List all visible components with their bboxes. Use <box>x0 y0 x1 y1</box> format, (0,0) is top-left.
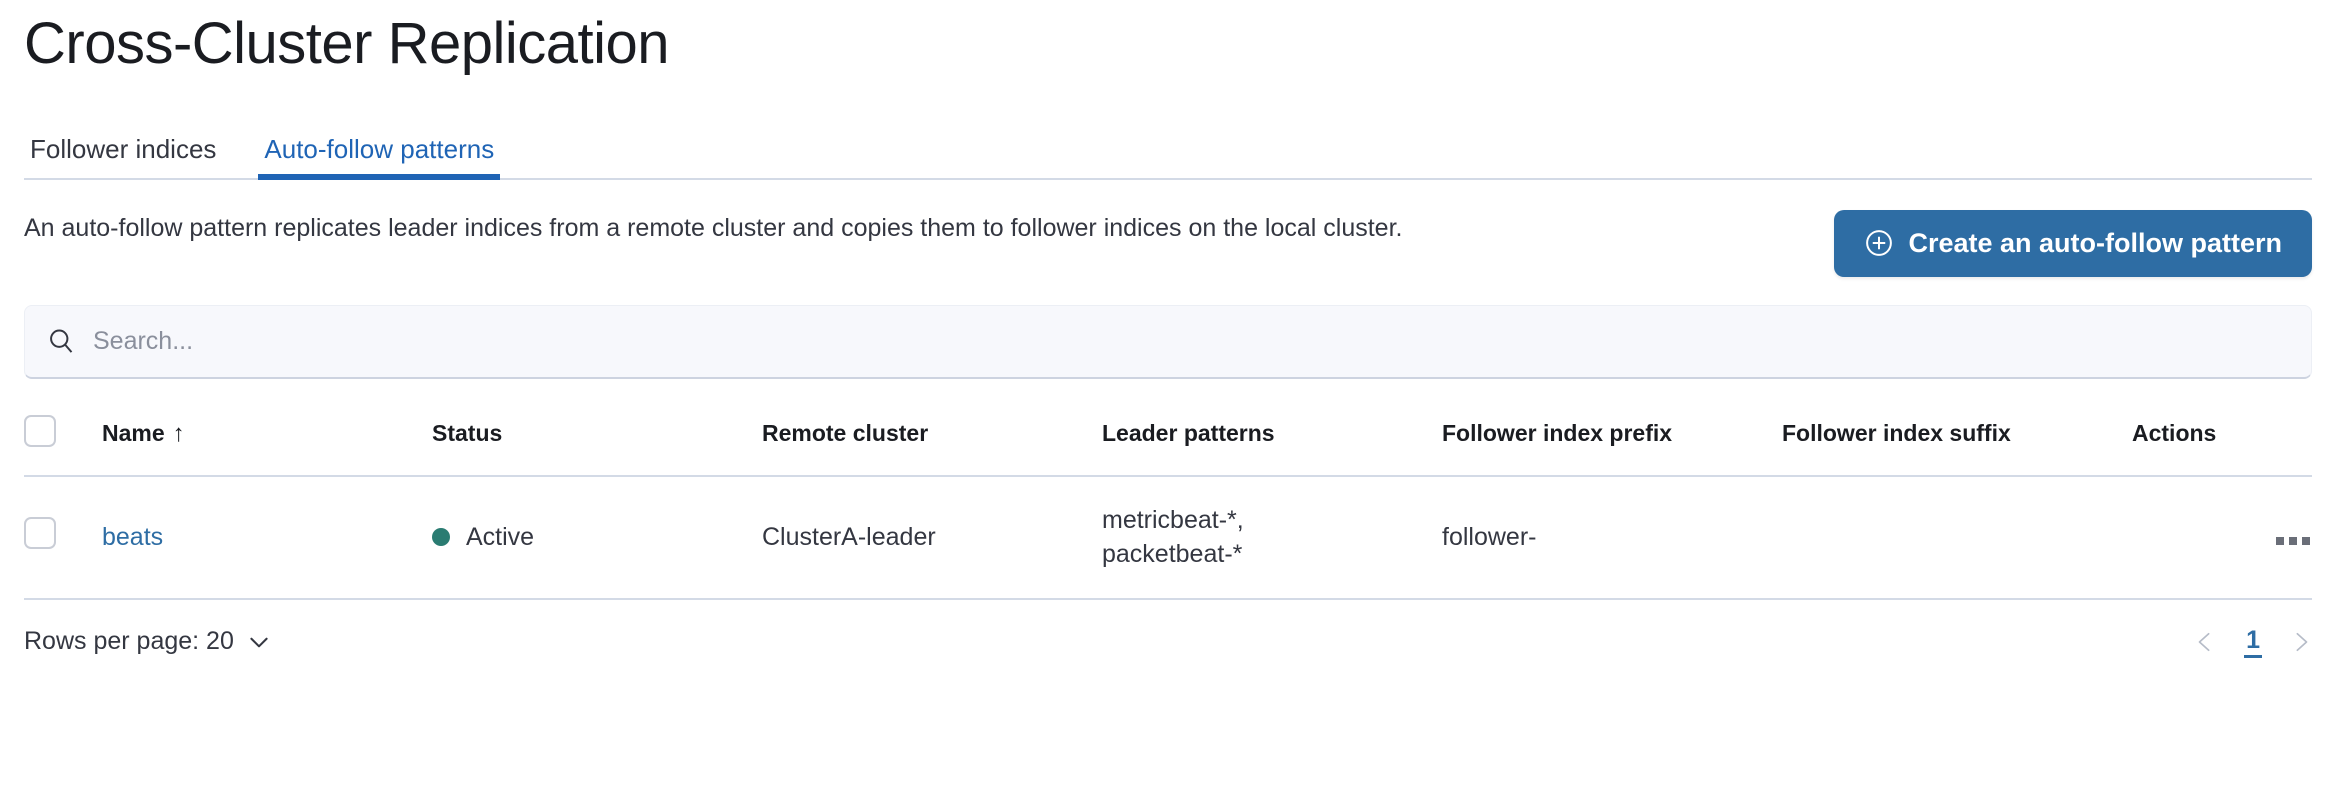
tab-auto-follow-patterns[interactable]: Auto-follow patterns <box>258 136 501 180</box>
status-label: Active <box>466 523 535 552</box>
cell-follower-index-prefix: follower- <box>1442 475 1782 600</box>
search-bar[interactable] <box>24 304 2312 379</box>
select-all-header <box>24 404 102 477</box>
column-header-status[interactable]: Status <box>432 404 762 477</box>
column-header-follower-index-suffix[interactable]: Follower index suffix <box>1782 404 2132 477</box>
column-header-remote-cluster[interactable]: Remote cluster <box>762 404 1102 477</box>
pagination: 1 <box>2194 626 2312 658</box>
cell-remote-cluster: ClusterA-leader <box>762 475 1102 600</box>
cell-name: beats <box>102 475 432 600</box>
row-select-cell <box>24 475 102 600</box>
table-footer: Rows per page: 20 1 <box>24 626 2312 658</box>
cell-follower-index-suffix <box>1782 475 2132 600</box>
cell-status: Active <box>432 475 762 600</box>
tab-bar: Follower indices Auto-follow patterns <box>24 118 2312 180</box>
chevron-right-icon[interactable] <box>2290 627 2312 657</box>
chevron-down-icon <box>246 629 272 655</box>
ellipsis-horizontal-icon[interactable] <box>2274 531 2312 551</box>
auto-follow-patterns-table: Name ↑ Status Remote cluster Leader patte… <box>24 404 2312 600</box>
select-all-checkbox[interactable] <box>24 414 56 447</box>
auto-follow-pattern-link[interactable]: beats <box>102 523 164 552</box>
rows-per-page-label: Rows per page: 20 <box>24 627 234 656</box>
page-title: Cross-Cluster Replication <box>24 11 670 76</box>
sort-ascending-icon[interactable]: ↑ <box>172 419 185 447</box>
search-input[interactable] <box>93 326 2289 356</box>
pagination-page-1[interactable]: 1 <box>2244 626 2262 658</box>
chevron-left-icon[interactable] <box>2194 627 2216 657</box>
cell-actions <box>2132 475 2312 600</box>
rows-per-page-selector[interactable]: Rows per page: 20 <box>24 627 272 656</box>
create-button-label: Create an auto-follow pattern <box>1908 227 2282 258</box>
create-auto-follow-pattern-button[interactable]: Create an auto-follow pattern <box>1834 209 2312 277</box>
search-icon <box>47 327 75 355</box>
column-header-name[interactable]: Name ↑ <box>102 404 432 477</box>
status-dot-icon <box>432 528 450 547</box>
column-header-follower-index-prefix[interactable]: Follower index prefix <box>1442 404 1782 477</box>
tab-follower-indices[interactable]: Follower indices <box>30 133 217 164</box>
column-header-leader-patterns[interactable]: Leader patterns <box>1102 404 1442 477</box>
row-checkbox[interactable] <box>24 516 56 549</box>
cell-leader-patterns: metricbeat-*, packetbeat-* <box>1102 475 1442 600</box>
table-header-row: Name ↑ Status Remote cluster Leader patte… <box>24 404 2312 477</box>
column-header-actions: Actions <box>2132 404 2312 477</box>
plus-in-circle-icon <box>1864 228 1894 258</box>
table-row: beats Active ClusterA-leader metricbeat-… <box>24 475 2312 600</box>
description-row: An auto-follow pattern replicates leader… <box>24 209 2312 277</box>
column-header-name-label: Name <box>102 419 165 446</box>
page-description: An auto-follow pattern replicates leader… <box>24 213 1403 242</box>
